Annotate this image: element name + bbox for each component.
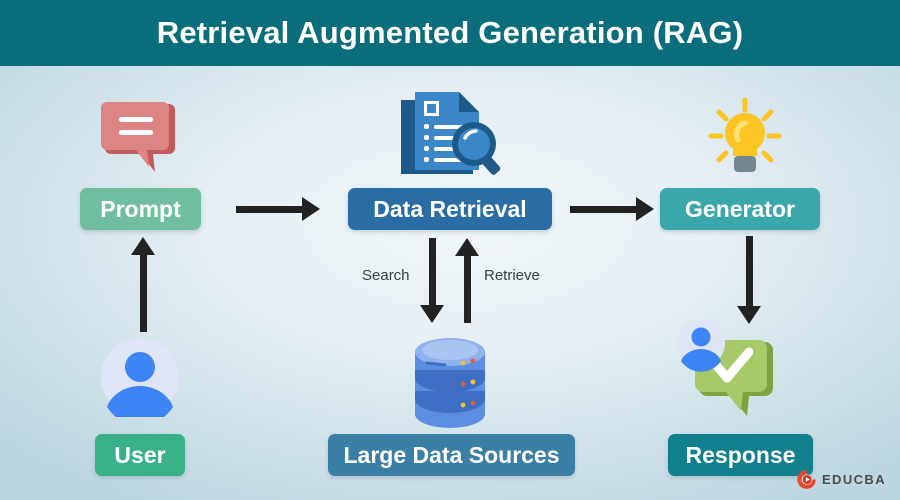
node-response-label: Response [685,441,796,468]
arrow-user-to-prompt [131,237,156,332]
educba-logo-text: EDUCBA [821,472,886,487]
educba-logo[interactable]: EDUCBA [796,469,886,490]
arrow-sources-to-data-retrieval [455,238,480,323]
node-response[interactable]: Response [668,434,813,476]
educba-mark-icon [796,469,817,490]
database-icon [413,338,487,428]
lightbulb-icon [702,96,788,180]
arrow-generator-to-response [737,236,762,324]
node-user[interactable]: User [95,434,185,476]
page-title: Retrieval Augmented Generation (RAG) [156,15,744,50]
flow-label-retrieve: Retrieve [484,267,540,284]
node-large-data-sources[interactable]: Large Data Sources [328,434,575,476]
response-bubble-check-icon [673,318,783,423]
node-prompt[interactable]: Prompt [80,188,201,230]
node-data-retrieval[interactable]: Data Retrieval [348,188,552,230]
node-large-data-sources-label: Large Data Sources [343,441,560,468]
flow-label-search: Search [362,267,410,284]
arrow-data-retrieval-to-generator [570,197,654,221]
node-prompt-label: Prompt [100,195,181,222]
node-generator[interactable]: Generator [660,188,820,230]
header-bar: Retrieval Augmented Generation (RAG) [0,0,900,66]
node-data-retrieval-label: Data Retrieval [373,195,527,222]
speech-bubble-icon [101,98,181,178]
document-search-icon [393,88,509,183]
arrow-prompt-to-data-retrieval [236,197,320,221]
arrow-data-retrieval-to-sources [420,238,445,323]
node-user-label: User [114,441,166,468]
node-generator-label: Generator [685,195,795,222]
user-avatar-icon [100,337,180,426]
